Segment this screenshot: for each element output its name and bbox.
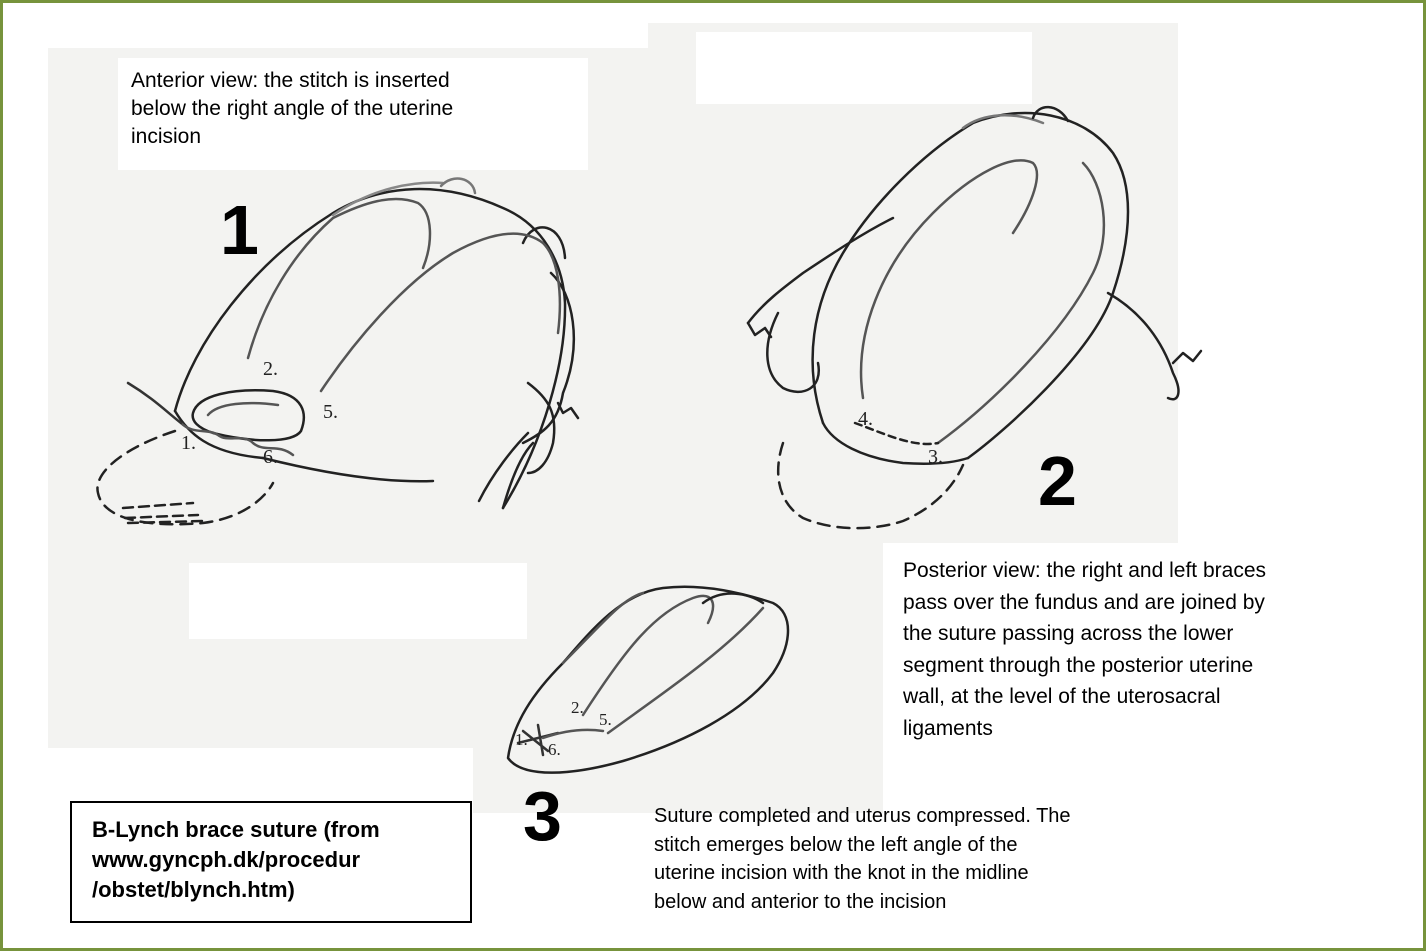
- label-point-6-completed: 6.: [548, 740, 561, 759]
- panel-number-3: 3: [523, 781, 562, 851]
- caption-line: below the right angle of the uterine: [131, 95, 591, 123]
- caption-posterior-view: Posterior view: the right and left brace…: [903, 555, 1408, 744]
- drawing-anterior-uterus: [97, 179, 578, 525]
- source-line: B-Lynch brace suture (from: [92, 815, 460, 845]
- caption-line: stitch emerges below the left angle of t…: [654, 831, 1254, 860]
- label-point-6: 6.: [263, 446, 278, 468]
- caption-suture-completed: Suture completed and uterus compressed. …: [654, 802, 1254, 916]
- source-line: www.gyncph.dk/procedur: [92, 845, 460, 875]
- caption-line: Suture completed and uterus compressed. …: [654, 802, 1254, 831]
- caption-line: ligaments: [903, 713, 1408, 745]
- label-point-4: 4.: [858, 408, 873, 430]
- label-point-1: 1.: [181, 432, 196, 454]
- caption-line: incision: [131, 123, 591, 151]
- caption-line: pass over the fundus and are joined by: [903, 587, 1408, 619]
- caption-line: the suture passing across the lower: [903, 618, 1408, 650]
- panel-number-1: 1: [220, 195, 259, 265]
- caption-line: Posterior view: the right and left brace…: [903, 555, 1408, 587]
- label-point-3: 3.: [928, 446, 943, 468]
- caption-line: wall, at the level of the uterosacral: [903, 681, 1408, 713]
- source-line: /obstet/blynch.htm): [92, 875, 460, 905]
- caption-anterior-view: Anterior view: the stitch is inserted be…: [131, 67, 591, 151]
- label-point-2-completed: 2.: [571, 698, 584, 717]
- label-point-1-completed: 1.: [515, 730, 528, 749]
- caption-line: segment through the posterior uterine: [903, 650, 1408, 682]
- caption-line: below and anterior to the incision: [654, 888, 1254, 917]
- caption-line: uterine incision with the knot in the mi…: [654, 859, 1254, 888]
- label-point-5: 5.: [323, 401, 338, 423]
- label-point-2: 2.: [263, 358, 278, 380]
- drawing-posterior-uterus: [748, 107, 1201, 528]
- panel-number-2: 2: [1038, 446, 1077, 516]
- label-point-5-completed: 5.: [599, 710, 612, 729]
- caption-line: Anterior view: the stitch is inserted: [131, 67, 591, 95]
- source-citation-box: B-Lynch brace suture (from www.gyncph.dk…: [70, 801, 472, 923]
